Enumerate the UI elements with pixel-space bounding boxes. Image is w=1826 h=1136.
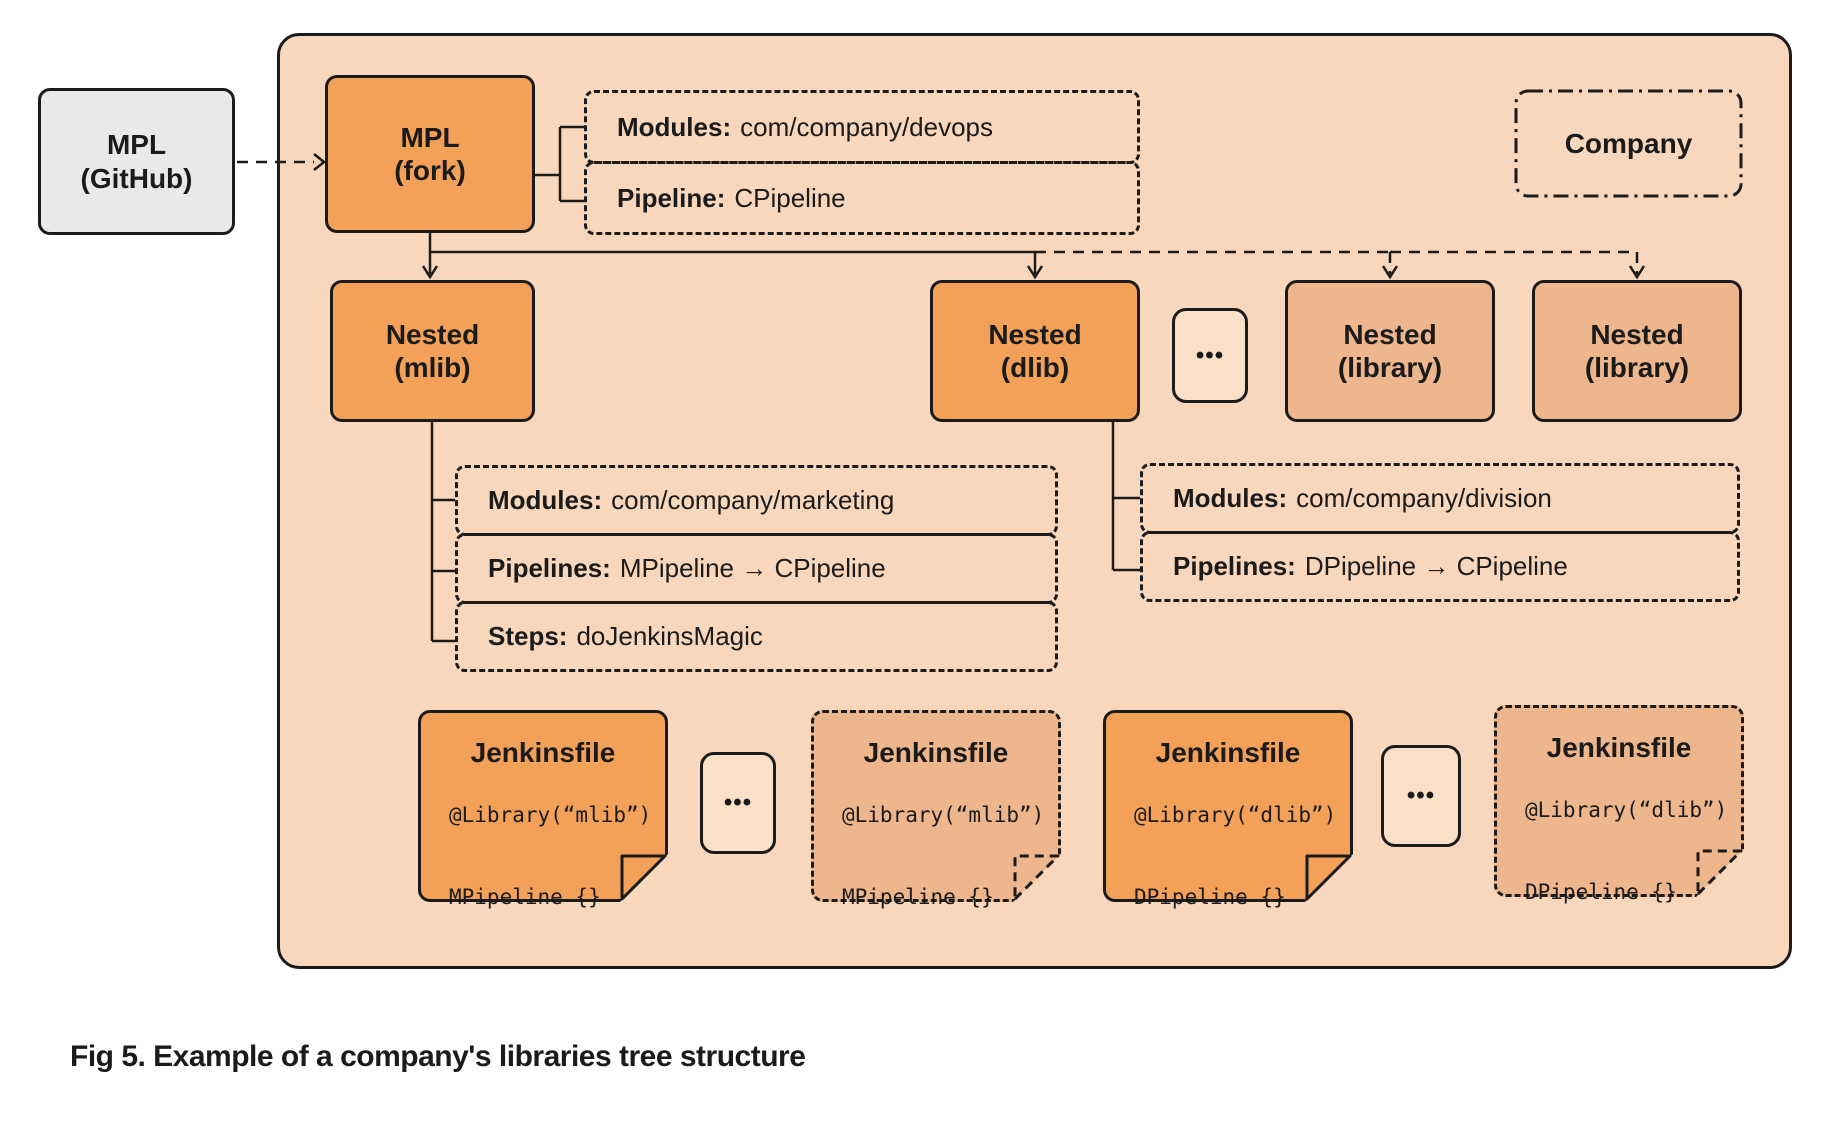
- mlib-modules-value: com/company/marketing: [611, 485, 895, 515]
- node-nested-library2-line2: (library): [1584, 352, 1690, 383]
- node-nested-dlib-line1: Nested: [988, 318, 1082, 350]
- node-mpl-fork-line1: MPL: [400, 121, 460, 153]
- folded-corner-icon: [1696, 849, 1744, 897]
- dlib-details: Modules: com/company/division Pipelines:…: [1140, 463, 1740, 602]
- node-nested-library2-line1: Nested: [1590, 318, 1684, 350]
- jenkinsfile-title: Jenkinsfile: [863, 737, 1009, 768]
- dlib-pipelines-value: DPipeline → CPipeline: [1304, 551, 1568, 581]
- node-mpl-fork-line2: (fork): [394, 155, 466, 186]
- node-nested-library1-line1: Nested: [1343, 318, 1437, 350]
- mlib-details: Modules: com/company/marketing Pipelines…: [455, 465, 1058, 672]
- jenkinsfile-code: @Library(“dlib”) DPipeline {}: [1525, 790, 1741, 913]
- ellipsis-dots: •••: [1195, 341, 1225, 369]
- fork-pipeline-row: Pipeline: CPipeline: [584, 161, 1140, 235]
- dlib-modules-row: Modules: com/company/division: [1140, 463, 1740, 534]
- node-nested-mlib-line2: (mlib): [394, 352, 471, 383]
- code-line-1: @Library(“dlib”): [1525, 798, 1728, 822]
- fork-pipeline-value: CPipeline: [734, 182, 846, 213]
- ellipsis-dots: •••: [723, 789, 753, 816]
- folded-corner-icon: [1305, 854, 1353, 902]
- jenkinsfile-mlib-solid: Jenkinsfile @Library(“mlib”) MPipeline {…: [418, 710, 668, 909]
- node-mpl-fork: MPL (fork): [325, 75, 535, 233]
- nested-row-ellipsis: •••: [1172, 308, 1248, 403]
- fork-modules-label: Modules:: [617, 111, 732, 142]
- node-nested-dlib: Nested (dlib): [930, 280, 1140, 422]
- node-nested-mlib: Nested (mlib): [330, 280, 535, 422]
- jenkinsfile-title: Jenkinsfile: [1546, 732, 1692, 763]
- node-mpl-github-line1: MPL: [106, 129, 167, 161]
- fork-modules-row: Modules: com/company/devops: [584, 90, 1140, 164]
- folded-corner-icon: [620, 854, 668, 902]
- dlib-modules-label: Modules:: [1173, 483, 1288, 513]
- code-line-2: DPipeline {}: [1134, 884, 1286, 909]
- jenkinsfile-dlib-solid: Jenkinsfile @Library(“dlib”) DPipeline {…: [1103, 710, 1353, 909]
- code-line-1: @Library(“mlib”): [842, 803, 1045, 827]
- jenkinsfile-code: @Library(“mlib”) MPipeline {}: [842, 795, 1058, 918]
- mlib-steps-row: Steps: doJenkinsMagic: [455, 601, 1058, 672]
- code-line-2: MPipeline {}: [842, 884, 994, 909]
- dlib-modules-value: com/company/division: [1296, 483, 1552, 513]
- fork-modules-value: com/company/devops: [740, 111, 994, 142]
- node-nested-library-2: Nested (library): [1532, 280, 1742, 422]
- figure-caption: Fig 5. Example of a company's libraries …: [70, 1040, 806, 1073]
- company-box-label: Company: [1515, 90, 1742, 197]
- mlib-pipelines-value: MPipeline → CPipeline: [619, 553, 886, 583]
- mlib-steps-value: doJenkinsMagic: [576, 621, 763, 651]
- node-nested-library-1: Nested (library): [1285, 280, 1495, 422]
- fork-details: Modules: com/company/devops Pipeline: CP…: [584, 90, 1140, 235]
- jenkinsfile-row-ellipsis-2: •••: [1381, 745, 1461, 847]
- code-line-1: @Library(“mlib”): [449, 803, 652, 827]
- mlib-steps-label: Steps:: [488, 621, 568, 651]
- jenkinsfile-title: Jenkinsfile: [470, 737, 616, 768]
- ellipsis-dots: •••: [1406, 782, 1436, 809]
- jenkinsfile-code: @Library(“dlib”) DPipeline {}: [1134, 795, 1350, 918]
- dlib-pipelines-label: Pipelines:: [1173, 551, 1296, 581]
- code-line-1: @Library(“dlib”): [1134, 803, 1337, 827]
- node-nested-mlib-line1: Nested: [385, 318, 480, 350]
- mlib-modules-row: Modules: com/company/marketing: [455, 465, 1058, 536]
- company-label-text: Company: [1564, 127, 1693, 159]
- node-mpl-github: MPL (GitHub): [38, 88, 235, 235]
- fork-pipeline-label: Pipeline:: [617, 182, 726, 213]
- node-nested-library1-line2: (library): [1337, 352, 1443, 383]
- code-line-2: MPipeline {}: [449, 884, 601, 909]
- jenkinsfile-code: @Library(“mlib”) MPipeline {}: [449, 795, 665, 918]
- mlib-modules-label: Modules:: [488, 485, 603, 515]
- mlib-pipelines-row: Pipelines: MPipeline → CPipeline: [455, 533, 1058, 604]
- node-nested-dlib-line2: (dlib): [1000, 352, 1070, 383]
- jenkinsfile-mlib-dashed: Jenkinsfile @Library(“mlib”) MPipeline {…: [811, 710, 1061, 909]
- folded-corner-icon: [1013, 854, 1061, 902]
- dlib-pipelines-row: Pipelines: DPipeline → CPipeline: [1140, 531, 1740, 602]
- jenkinsfile-title: Jenkinsfile: [1155, 737, 1301, 768]
- jenkinsfile-row-ellipsis-1: •••: [700, 752, 776, 854]
- mlib-pipelines-label: Pipelines:: [488, 553, 611, 583]
- jenkinsfile-dlib-dashed: Jenkinsfile @Library(“dlib”) DPipeline {…: [1494, 705, 1744, 904]
- code-line-2: DPipeline {}: [1525, 879, 1677, 904]
- node-mpl-github-line2: (GitHub): [80, 162, 193, 194]
